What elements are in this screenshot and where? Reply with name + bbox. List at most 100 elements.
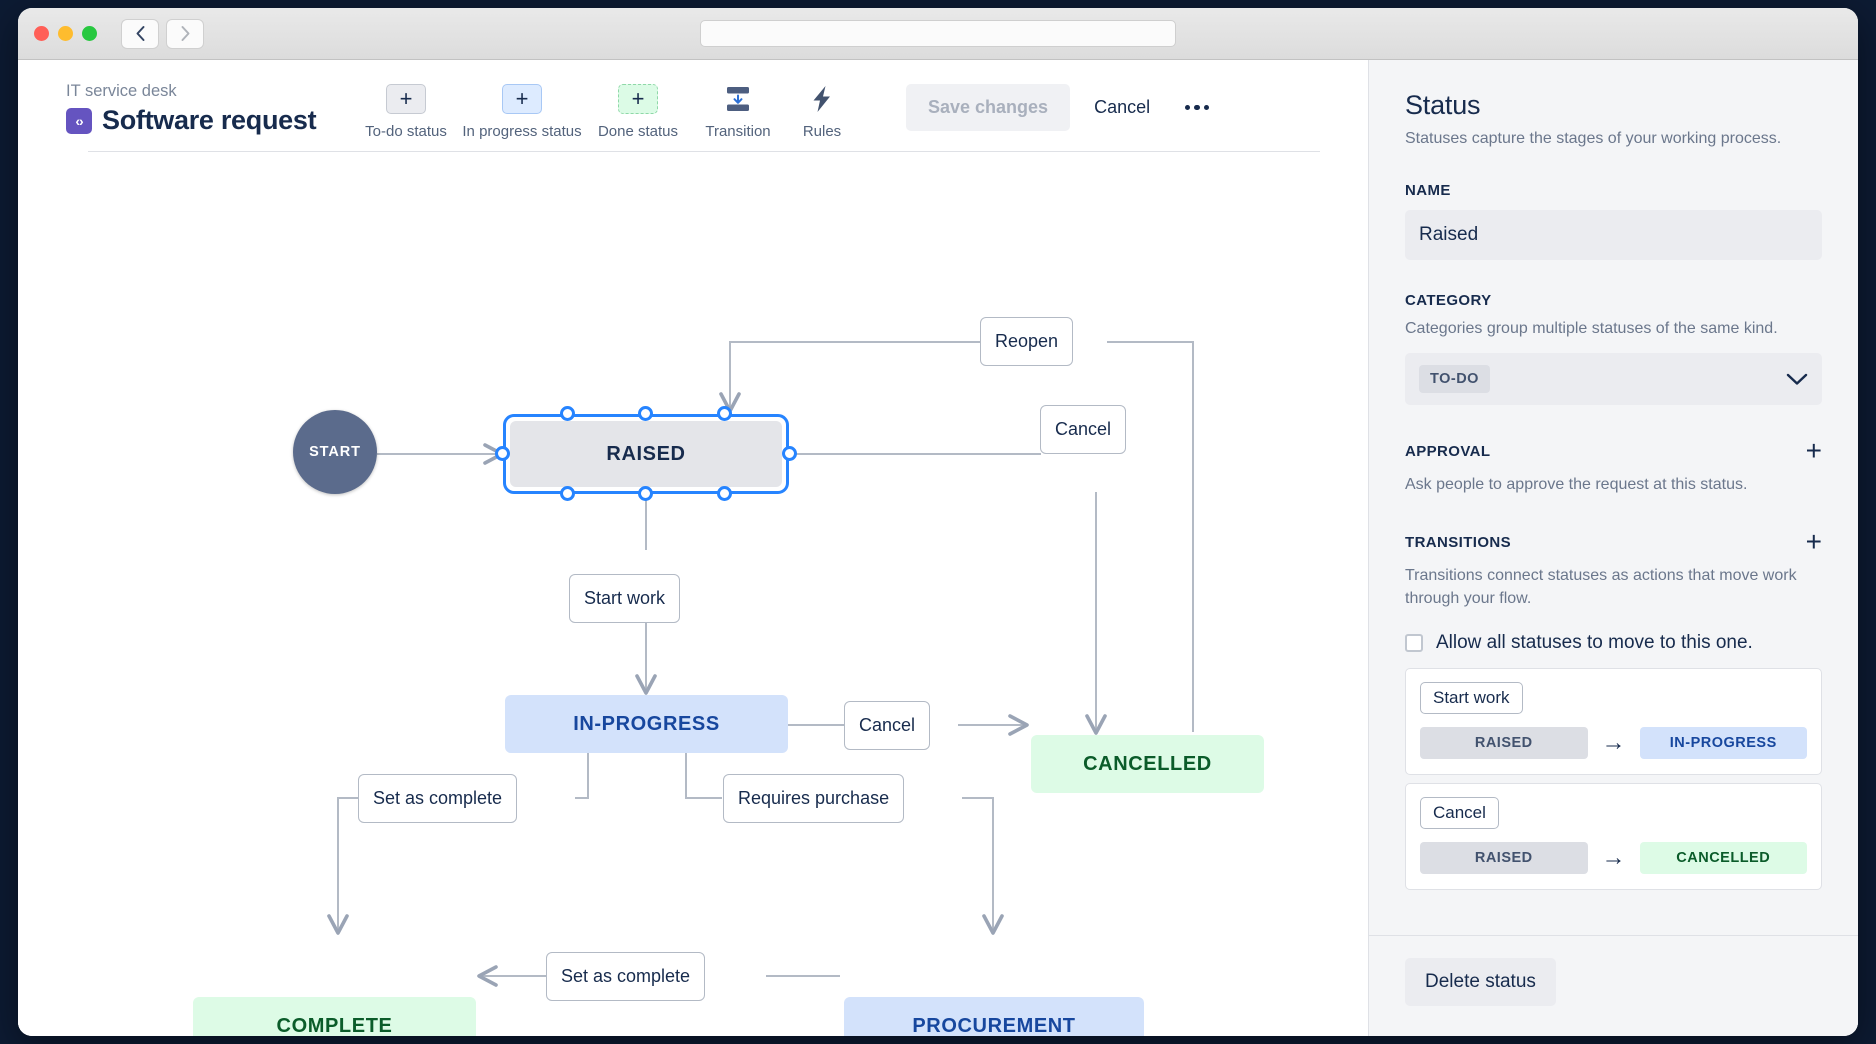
code-brackets-icon: ‹› — [66, 107, 92, 134]
transition-name-button[interactable]: Cancel — [1420, 797, 1499, 829]
workflow-connectors — [327, 341, 1194, 987]
transition-flow-row: RAISED → IN-PROGRESS — [1420, 727, 1807, 759]
transitions-section-header: TRANSITIONS + — [1405, 528, 1822, 556]
transition-flow-row: RAISED → CANCELLED — [1420, 842, 1807, 874]
resize-handle-s[interactable] — [638, 486, 653, 501]
node-raised[interactable]: RAISED — [510, 421, 782, 487]
transition-to-pill: IN-PROGRESS — [1639, 727, 1807, 759]
chevron-right-icon — [181, 26, 189, 41]
tool-label: Transition — [705, 123, 771, 140]
transition-label-requires-purchase[interactable]: Requires purchase — [723, 774, 905, 823]
transition-icon[interactable] — [723, 84, 753, 114]
node-cancelled[interactable]: CANCELLED — [1031, 735, 1264, 793]
transition-label-start-work[interactable]: Start work — [569, 574, 681, 623]
resize-handle-n[interactable] — [638, 406, 653, 421]
approval-section-header: APPROVAL + — [1405, 437, 1822, 465]
transition-label-reopen[interactable]: Reopen — [980, 317, 1074, 366]
node-in-progress[interactable]: IN-PROGRESS — [505, 695, 788, 753]
add-transition-tool[interactable]: Transition — [696, 84, 780, 140]
resize-handle-nw[interactable] — [560, 406, 575, 421]
chevron-down-icon — [1786, 373, 1808, 385]
approval-hint: Ask people to approve the request at thi… — [1405, 476, 1748, 493]
rules-tool[interactable]: Rules — [780, 84, 864, 140]
status-panel-content: Status Statuses capture the stages of yo… — [1369, 60, 1858, 935]
tool-label: Rules — [802, 123, 842, 140]
resize-handle-w[interactable] — [495, 446, 510, 461]
allow-all-statuses-checkbox[interactable] — [1405, 634, 1423, 652]
tool-label: In progress status — [462, 123, 582, 140]
transition-card[interactable]: Start work RAISED → IN-PROGRESS — [1405, 668, 1822, 775]
category-select[interactable]: TO-DO — [1405, 353, 1822, 405]
transition-name-button[interactable]: Start work — [1420, 682, 1523, 714]
node-complete[interactable]: COMPLETE — [193, 997, 476, 1036]
window-chrome — [18, 8, 1858, 60]
back-button[interactable] — [121, 18, 159, 49]
breadcrumb[interactable]: IT service desk — [66, 82, 177, 100]
name-label: NAME — [1405, 182, 1451, 199]
category-label: CATEGORY — [1405, 292, 1492, 309]
cancel-button[interactable]: Cancel — [1076, 84, 1168, 131]
transitions-label: TRANSITIONS — [1405, 533, 1512, 551]
resize-handle-ne[interactable] — [717, 406, 732, 421]
editor-region: IT service desk ‹› Software request + To… — [18, 60, 1368, 1036]
resize-handle-e[interactable] — [782, 446, 797, 461]
plus-icon[interactable]: + — [502, 84, 542, 114]
rules-lightning-icon[interactable] — [808, 84, 836, 114]
transitions-hint: Transitions connect statuses as actions … — [1405, 567, 1797, 607]
toolbar-actions: Save changes Cancel — [906, 80, 1220, 131]
add-inprogress-status-tool[interactable]: + In progress status — [462, 84, 582, 140]
workflow-canvas[interactable]: START RAISED IN-PROGRESS CANCELL — [18, 152, 1368, 1036]
arrow-right-icon: → — [1601, 844, 1626, 871]
editor-toolbar: IT service desk ‹› Software request + To… — [18, 60, 1368, 152]
node-label: COMPLETE — [276, 1014, 393, 1037]
page-title: Software request — [102, 105, 317, 135]
resize-handle-se[interactable] — [717, 486, 732, 501]
tool-label: Done status — [597, 123, 679, 140]
transition-label-set-complete-bottom[interactable]: Set as complete — [546, 952, 706, 1001]
breadcrumb-block: IT service desk ‹› Software request — [18, 80, 348, 136]
add-transition-icon[interactable]: + — [1805, 526, 1822, 557]
transition-label-cancel-inprogress[interactable]: Cancel — [844, 701, 931, 750]
tool-label: To-do status — [365, 123, 447, 140]
transition-from-pill: RAISED — [1420, 727, 1588, 759]
transition-to-pill: CANCELLED — [1639, 842, 1807, 874]
transition-label-cancel-raised[interactable]: Cancel — [1040, 405, 1127, 454]
add-done-status-tool[interactable]: + Done status — [580, 84, 696, 140]
add-approval-icon[interactable]: + — [1805, 435, 1822, 466]
save-changes-button[interactable]: Save changes — [906, 84, 1071, 131]
panel-title: Status — [1405, 90, 1481, 120]
approval-label: APPROVAL — [1405, 442, 1491, 460]
node-start[interactable]: START — [293, 410, 377, 494]
allow-all-statuses-row[interactable]: Allow all statuses to move to this one. — [1405, 632, 1822, 654]
plus-icon[interactable]: + — [618, 84, 658, 114]
resize-handle-sw[interactable] — [560, 486, 575, 501]
page-title-row: ‹› Software request — [66, 105, 348, 136]
category-hint: Categories group multiple statuses of th… — [1405, 320, 1778, 337]
delete-status-button[interactable]: Delete status — [1405, 958, 1556, 1006]
page-body: IT service desk ‹› Software request + To… — [18, 60, 1858, 1036]
more-options-icon[interactable] — [1174, 85, 1220, 131]
traffic-lights — [34, 26, 97, 41]
node-procurement[interactable]: PROCUREMENT — [844, 997, 1144, 1036]
chevron-left-icon — [136, 26, 144, 41]
forward-button[interactable] — [166, 18, 204, 49]
transition-label-set-complete-left[interactable]: Set as complete — [358, 774, 518, 823]
toolbar-tools: + To-do status + In progress status + Do… — [348, 80, 864, 140]
panel-subtitle: Statuses capture the stages of your work… — [1405, 130, 1782, 147]
arrow-right-icon: → — [1601, 729, 1626, 756]
transition-card[interactable]: Cancel RAISED → CANCELLED — [1405, 783, 1822, 890]
node-label: CANCELLED — [1083, 752, 1212, 775]
add-todo-status-tool[interactable]: + To-do status — [348, 84, 464, 140]
transition-from-pill: RAISED — [1420, 842, 1588, 874]
plus-icon[interactable]: + — [386, 84, 426, 114]
maximize-window-icon[interactable] — [82, 26, 97, 41]
app-window: IT service desk ‹› Software request + To… — [18, 8, 1858, 1036]
status-name-input[interactable]: Raised — [1405, 210, 1822, 260]
node-label: START — [309, 444, 361, 460]
category-value-pill: TO-DO — [1419, 365, 1490, 393]
close-window-icon[interactable] — [34, 26, 49, 41]
node-label: RAISED — [606, 442, 686, 465]
minimize-window-icon[interactable] — [58, 26, 73, 41]
status-panel: Status Statuses capture the stages of yo… — [1368, 60, 1858, 1036]
address-bar[interactable] — [700, 20, 1176, 47]
